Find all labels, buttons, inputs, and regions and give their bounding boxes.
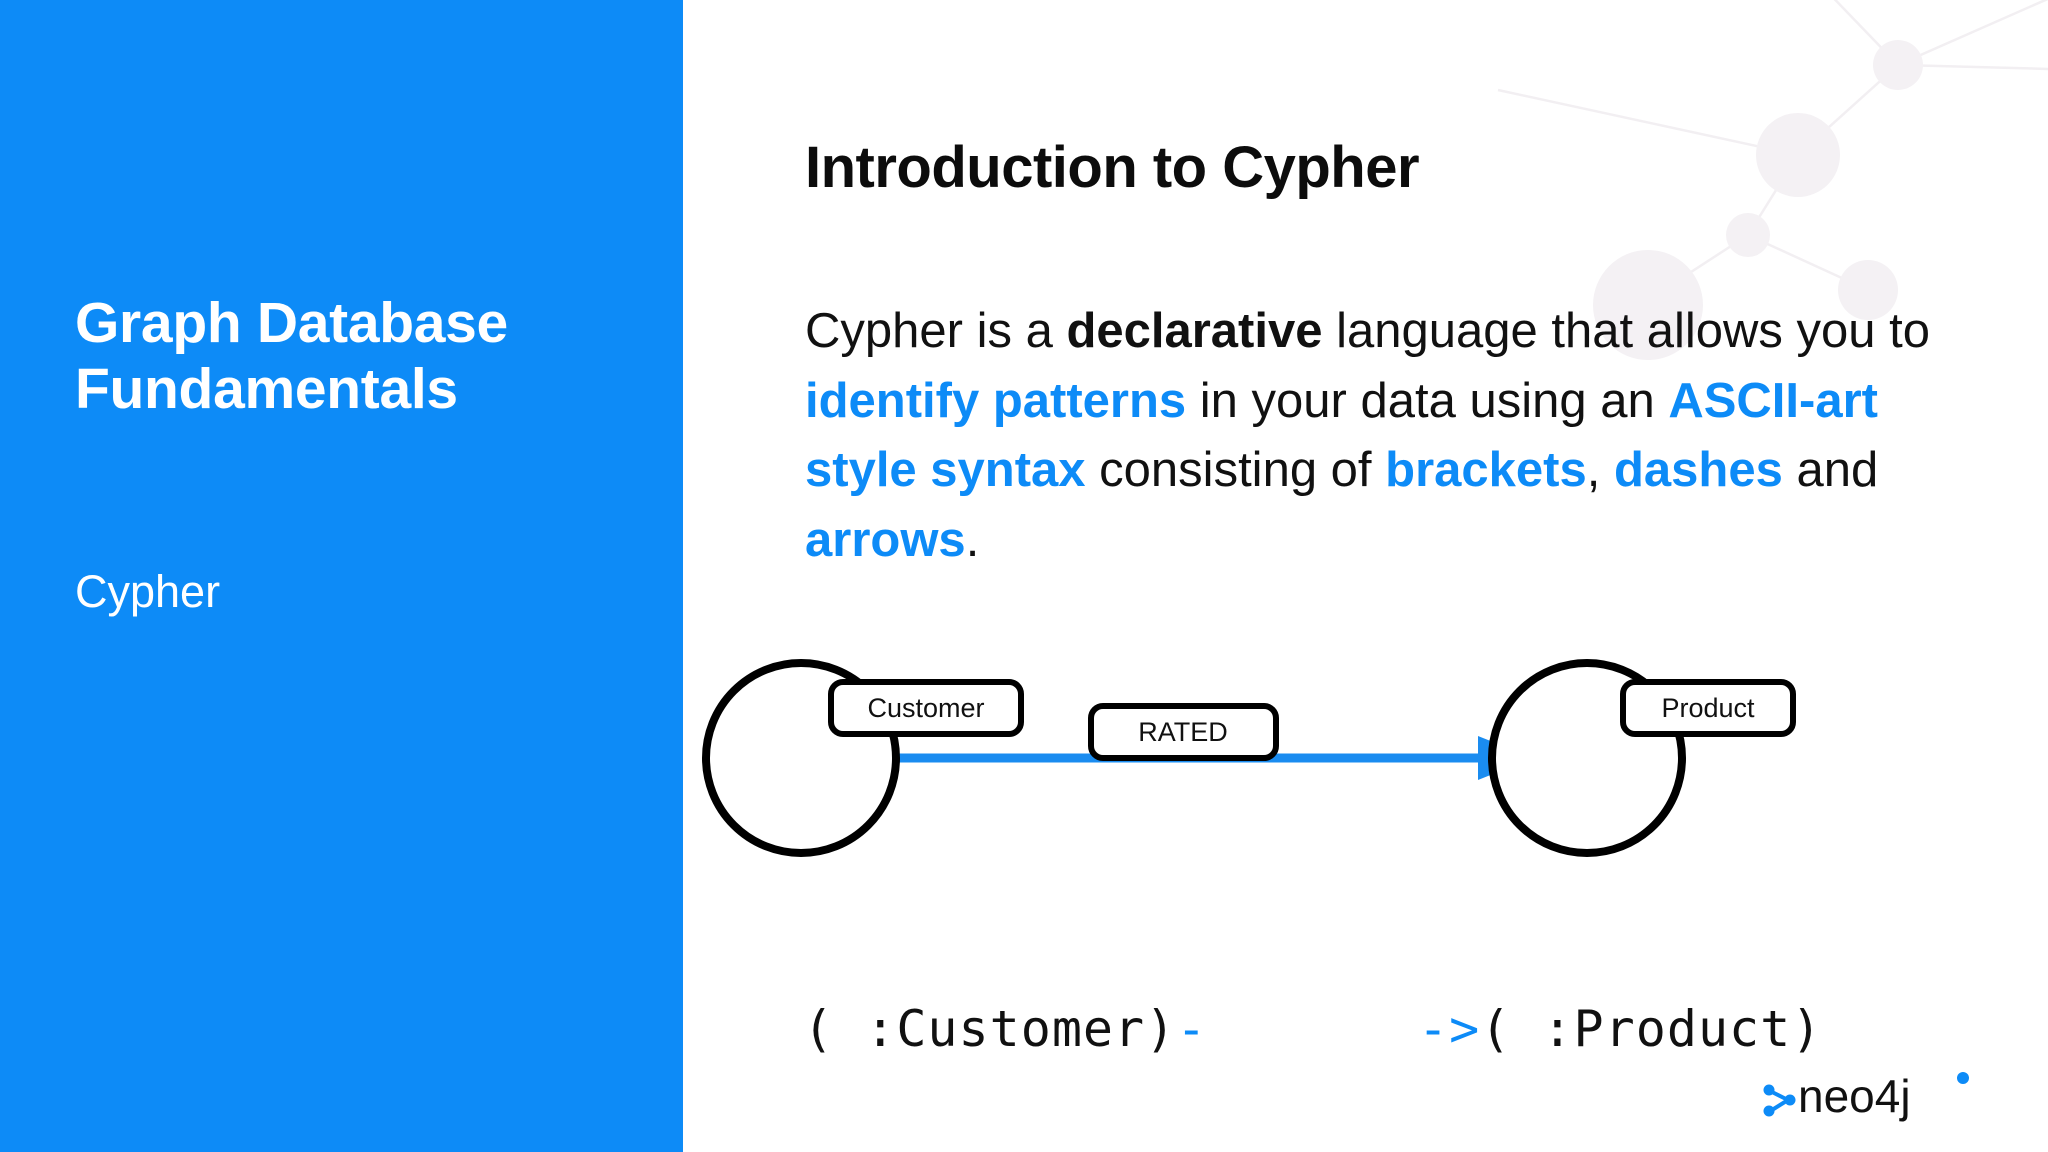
text-segment-4: in your data using an bbox=[1186, 373, 1669, 428]
rated-chip-bg bbox=[1088, 703, 1279, 761]
page-title: Introduction to Cypher bbox=[805, 134, 1420, 200]
course-sidebar: Graph Database Fundamentals Cypher bbox=[0, 0, 683, 1152]
text-segment-10: and bbox=[1782, 443, 1879, 498]
cypher-code-right: ->( :Product) bbox=[1418, 1000, 1822, 1058]
text-segment-3: identify patterns bbox=[805, 373, 1187, 428]
text-segment-7: brackets bbox=[1385, 443, 1587, 498]
graph-pattern-diagram: Customer RATED Product bbox=[702, 659, 1796, 857]
product-chip-label: Product bbox=[1661, 693, 1755, 723]
rated-chip-label: RATED bbox=[1138, 717, 1228, 747]
neo4j-j-dot-icon bbox=[1957, 1072, 1969, 1084]
node-label-product[interactable]: Product bbox=[1620, 679, 1796, 737]
text-segment-0: Cypher is a bbox=[805, 304, 1067, 358]
text-segment-11: arrows bbox=[805, 512, 966, 567]
text-segment-5: ASCII-art style syntax bbox=[805, 373, 1878, 498]
text-segment-6: consisting of bbox=[1085, 443, 1386, 498]
neo4j-logo: neo4j bbox=[1763, 1070, 1969, 1122]
content-panel: Introduction to Cypher Cypher is a decla… bbox=[683, 0, 2048, 1152]
customer-chip-bg bbox=[828, 679, 1024, 737]
cypher-code-left: ( :Customer)- bbox=[803, 1000, 1207, 1058]
product-chip-bg bbox=[1620, 679, 1796, 737]
neo4j-wordmark: neo4j bbox=[1798, 1070, 1911, 1122]
text-segment-8: , bbox=[1586, 443, 1614, 498]
text-segment-12: . bbox=[965, 512, 980, 567]
body-paragraph: Cypher is a declarative language that al… bbox=[805, 297, 1985, 575]
customer-chip-label: Customer bbox=[867, 693, 984, 723]
relationship-label-rated[interactable]: RATED bbox=[1088, 703, 1279, 761]
cypher-code-line: ( :Customer)- ->( :Product) bbox=[683, 1000, 2048, 1152]
code-product-pattern: :Product) bbox=[1511, 1000, 1823, 1058]
code-arrow-operator: -> bbox=[1418, 1000, 1481, 1058]
code-dash-operator: - bbox=[1176, 1000, 1208, 1058]
text-segment-2: language that allows you to bbox=[1322, 304, 1930, 358]
module-label: Cypher bbox=[75, 566, 221, 617]
node-label-customer[interactable]: Customer bbox=[828, 679, 1024, 737]
text-segment-1: declarative bbox=[1066, 304, 1323, 358]
text-segment-9: dashes bbox=[1613, 443, 1783, 498]
code-open-paren-right: ( bbox=[1480, 1000, 1512, 1058]
code-customer-pattern: :Customer) bbox=[834, 1000, 1177, 1058]
neo4j-mark-icon bbox=[1763, 1084, 1796, 1117]
code-open-paren-left: ( bbox=[803, 1000, 835, 1058]
course-title: Graph Database Fundamentals bbox=[75, 291, 508, 422]
